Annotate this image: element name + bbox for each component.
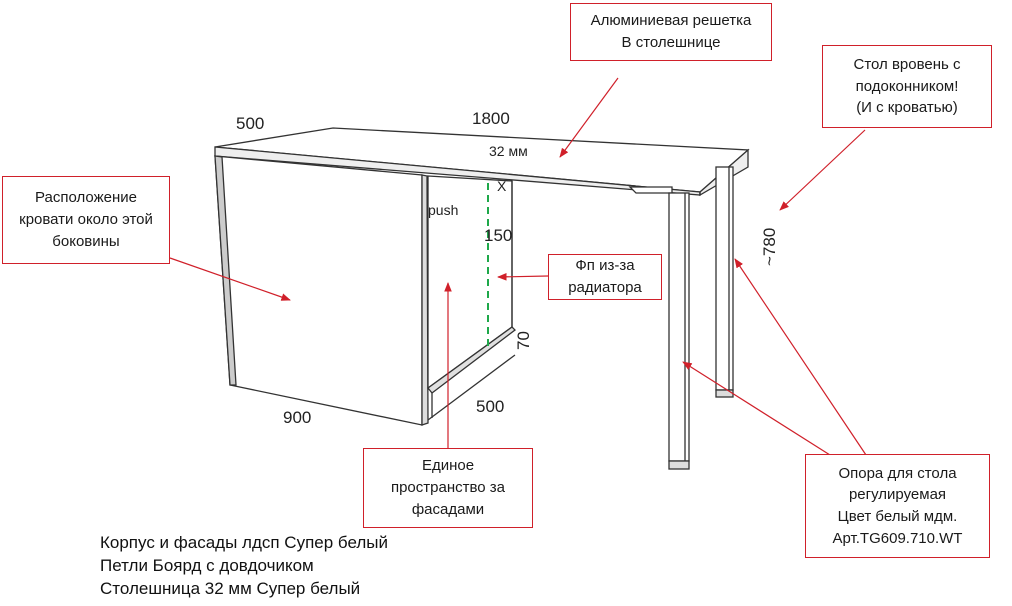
callout-sill: Стол вровень с подоконником! (И с кроват… <box>822 45 992 128</box>
dim-gap: 150 <box>484 226 513 245</box>
callout-support-line-4: Арт.TG609.710.WT <box>832 529 963 547</box>
callout-grille-line-1: Алюминиевая решетка <box>590 12 752 30</box>
front-leg <box>628 186 690 470</box>
callout-bed-line-3: боковины <box>52 232 120 250</box>
callout-fp-line-2: радиатора <box>568 279 642 296</box>
callout-fp-line-1: Фп из-за <box>575 257 635 275</box>
spec-note-2: Петли Боярд с довдочиком <box>100 556 314 575</box>
dim-depth-top: 500 <box>236 114 265 133</box>
dim-width: 1800 <box>472 109 510 128</box>
callout-support: Опора для стола регулируемая Цвет белый … <box>805 454 990 558</box>
dim-cabinet-depth: 500 <box>476 397 505 416</box>
callout-bed-line-2: кровати около этой <box>19 211 153 229</box>
callout-bed: Расположение кровати около этой боковины <box>2 176 170 264</box>
spec-note-1: Корпус и фасады лдсп Супер белый <box>100 533 388 552</box>
dim-plinth: 70 <box>514 331 533 350</box>
dim-thickness: 32 мм <box>489 143 528 159</box>
callout-sill-line-1: Стол вровень с <box>853 55 961 73</box>
dim-height: ~780 <box>760 227 779 266</box>
spec-note-3: Столешница 32 мм Супер белый <box>100 579 361 598</box>
callout-sill-line-3: (И с кроватью) <box>856 99 958 117</box>
callout-space: Единое пространство за фасадами <box>363 448 533 528</box>
callout-space-line-3: фасадами <box>411 500 485 518</box>
spec-notes: Корпус и фасады лдсп Супер белый Петли Б… <box>100 531 388 600</box>
callout-support-line-1: Опора для стола <box>838 464 957 482</box>
rear-leg <box>715 166 734 398</box>
callout-support-line-2: регулируемая <box>848 486 947 504</box>
callout-bed-line-1: Расположение <box>35 189 137 207</box>
callout-arrows <box>169 77 867 456</box>
dim-push: push <box>428 202 459 218</box>
callout-space-line-2: пространство за <box>390 479 506 497</box>
callout-sill-line-2: подоконником! <box>855 77 959 95</box>
callout-grille-line-2: В столешнице <box>621 34 721 51</box>
callout-support-line-3: Цвет белый мдм. <box>837 508 958 525</box>
cabinet <box>214 155 516 426</box>
dim-x-mark: X <box>497 178 507 194</box>
dim-cabinet-width: 900 <box>283 408 312 427</box>
callout-grille: Алюминиевая решетка В столешнице <box>570 3 772 61</box>
callout-space-line-1: Единое <box>421 457 475 475</box>
callout-fp: Фп из-за радиатора <box>548 254 662 300</box>
